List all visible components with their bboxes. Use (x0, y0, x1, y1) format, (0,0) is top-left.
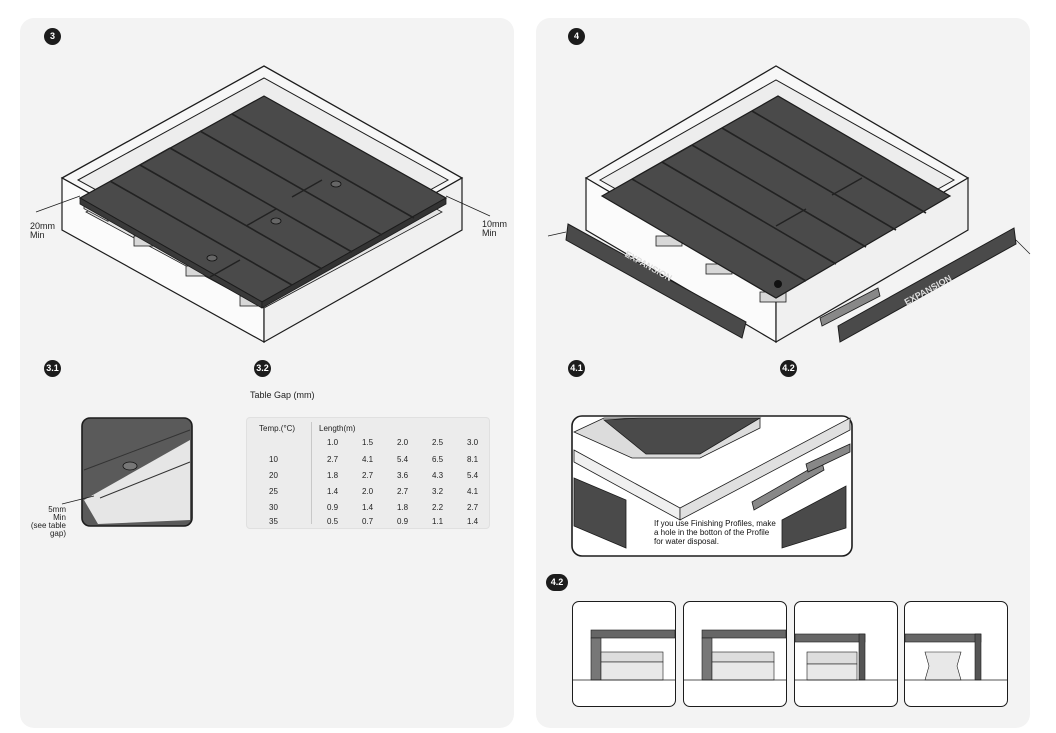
gap-cell: 3.6 (397, 471, 409, 480)
temp-row-4: 30 (269, 503, 278, 512)
detail-box-3 (794, 601, 898, 707)
step-3-2-badge: 3.2 (254, 360, 271, 377)
right-gap-label: 10mm Min (482, 219, 508, 238)
gap-cell: 2.2 (432, 503, 444, 512)
gap-cell: 2.7 (467, 503, 479, 512)
gap-cell: 2.7 (327, 455, 339, 464)
step-4-1-badge: 4.1 (568, 360, 585, 377)
temp-row-5: 35 (269, 517, 278, 526)
gap-cell: 1.8 (327, 471, 339, 480)
detail-box-1 (572, 601, 676, 707)
profile-note: If you use Finishing Profiles, make a ho… (654, 519, 776, 546)
gap-cell: 0.5 (327, 517, 339, 526)
detail-2-illustration (684, 629, 786, 681)
detail-3-illustration (795, 633, 897, 681)
gap-cell: 6.5 (432, 455, 444, 464)
detail-1-illustration (573, 629, 675, 681)
gap-table: Temp.(°C) Length(m) 1.0 1.5 2.0 2.5 3.0 … (246, 417, 490, 529)
table-title: Table Gap (mm) (250, 390, 315, 400)
detail-4-illustration (905, 633, 1007, 681)
gap-cell: 1.4 (362, 503, 374, 512)
detail-gap-label: 5mm Min (see table gap) (30, 505, 66, 538)
length-col-4: 2.5 (432, 438, 444, 447)
gap-cell: 5.4 (467, 471, 479, 480)
temp-header: Temp.(°C) (259, 424, 296, 433)
gap-cell: 4.1 (467, 487, 479, 496)
detail-box-4 (904, 601, 1008, 707)
gap-cell: 5.4 (397, 455, 409, 464)
step-4-2-detail-badge: 4.2 (546, 574, 568, 591)
gap-cell: 1.8 (397, 503, 409, 512)
gap-cell: 4.1 (362, 455, 374, 464)
length-col-2: 1.5 (362, 438, 374, 447)
length-col-5: 3.0 (467, 438, 479, 447)
gap-cell: 2.7 (397, 487, 409, 496)
gap-cell: 1.4 (467, 517, 479, 526)
gap-cell: 2.7 (362, 471, 374, 480)
gap-cell: 1.1 (432, 517, 444, 526)
step-4-2-badge: 4.2 (780, 360, 797, 377)
temp-row-1: 10 (269, 455, 278, 464)
length-col-1: 1.0 (327, 438, 339, 447)
step-3-badge: 3 (44, 28, 61, 45)
gap-cell: 3.2 (432, 487, 444, 496)
gap-cell: 2.0 (362, 487, 374, 496)
gap-cell: 0.7 (362, 517, 374, 526)
gap-cell: 0.9 (327, 503, 339, 512)
gap-cell: 4.3 (432, 471, 444, 480)
gap-cell: 0.9 (397, 517, 409, 526)
gap-cell: 8.1 (467, 455, 479, 464)
step-4-badge: 4 (568, 28, 585, 45)
length-col-3: 2.0 (397, 438, 409, 447)
step-3-1-badge: 3.1 (44, 360, 61, 377)
gap-cell: 1.4 (327, 487, 339, 496)
left-gap-label: 20mm Min (30, 221, 56, 240)
detail-box-2 (683, 601, 787, 707)
length-header: Length(m) (319, 424, 356, 433)
temp-row-3: 25 (269, 487, 278, 496)
table-divider (311, 422, 312, 524)
temp-row-2: 20 (269, 471, 278, 480)
